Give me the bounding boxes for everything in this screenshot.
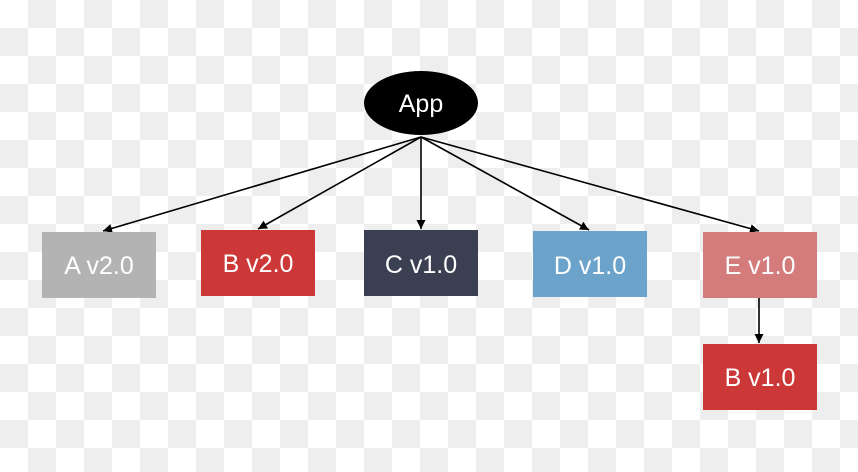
node-app-shape	[364, 71, 478, 135]
node-b-v2[interactable]: B v2.0	[201, 230, 315, 296]
node-d-v1[interactable]: D v1.0	[533, 231, 647, 297]
node-d-v1-shape	[533, 231, 647, 297]
edge-app-e1	[420, 136, 760, 233]
node-b-v1-label: B v1.0	[725, 364, 796, 392]
node-b-v1[interactable]: B v1.0	[703, 344, 817, 410]
edges	[102, 136, 764, 343]
node-b-v1-shape	[703, 344, 817, 410]
edge-app-a2	[102, 136, 422, 233]
node-b-v2-shape	[201, 230, 315, 296]
node-app-label: App	[399, 90, 443, 118]
node-d-v1-label: D v1.0	[554, 252, 626, 280]
edge-app-d1	[420, 136, 590, 231]
edge-app-b2	[257, 136, 422, 230]
node-app[interactable]: App	[364, 71, 478, 135]
node-a-v2[interactable]: A v2.0	[42, 232, 156, 298]
node-a-v2-label: A v2.0	[64, 252, 134, 280]
node-c-v1-label: C v1.0	[385, 251, 457, 279]
node-e-v1-label: E v1.0	[725, 252, 796, 280]
node-c-v1-shape	[364, 230, 478, 296]
node-c-v1[interactable]: C v1.0	[364, 230, 478, 296]
node-e-v1[interactable]: E v1.0	[703, 232, 817, 298]
node-e-v1-shape	[703, 232, 817, 298]
node-a-v2-shape	[42, 232, 156, 298]
node-b-v2-label: B v2.0	[223, 250, 294, 278]
